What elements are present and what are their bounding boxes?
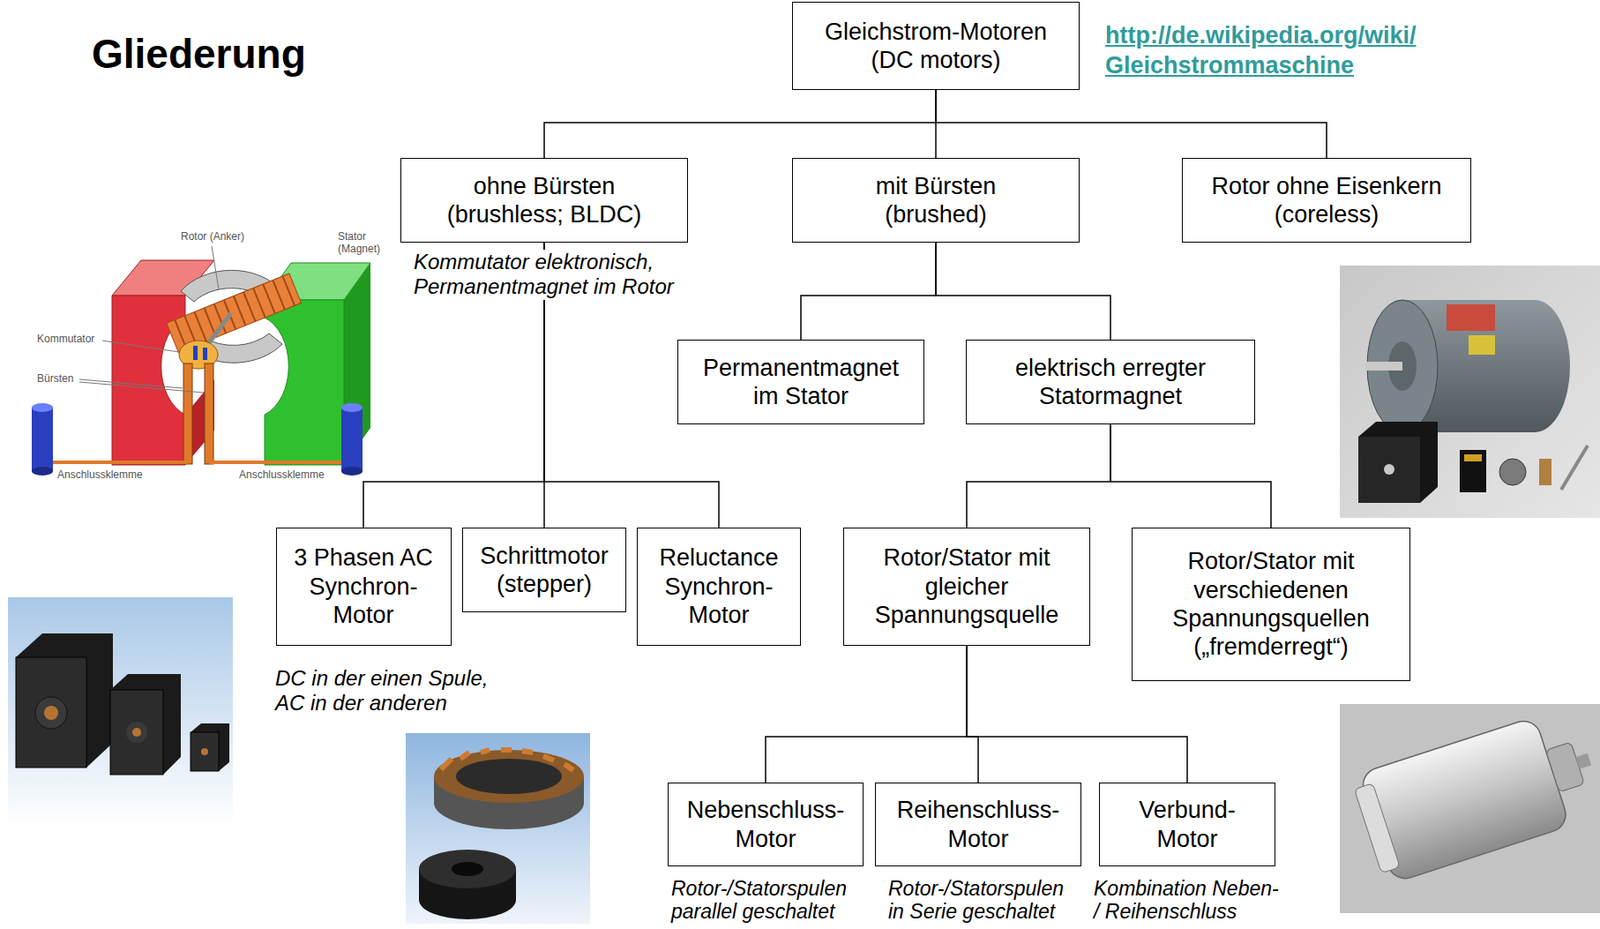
category-box: Reihenschluss- Motor <box>874 782 1082 867</box>
part-label: Rotor (Anker) <box>180 231 261 244</box>
annotation: Kommutator elektronisch, Permanentmagnet… <box>413 249 688 300</box>
box-label: Schrittmotor (stepper) <box>473 541 615 599</box>
category-box: Reluctance Synchron- Motor <box>636 527 801 646</box>
tree-connector <box>544 89 936 158</box>
part-label: Stator (Magnet) <box>337 231 389 256</box>
annotation: DC in der einen Spule, AC in der anderen <box>275 665 507 717</box>
page-title: Gliederung <box>91 31 307 77</box>
box-label: Gleichstrom-Motoren (DC motors) <box>812 17 1060 75</box>
motor-photo <box>1339 265 1600 518</box>
category-box: Rotor ohne Eisenkern (coreless) <box>1181 157 1472 243</box>
box-label: Verbund- Motor <box>1121 795 1254 853</box>
annotation: Kombination Neben- / Reihenschluss <box>1093 876 1288 924</box>
part-label: Anschlussklemme <box>239 469 337 482</box>
tree-connector <box>765 645 967 783</box>
stepper-photo <box>7 597 233 827</box>
tree-connector <box>1110 424 1272 528</box>
tree-connector <box>966 424 1111 528</box>
box-label: Reluctance Synchron- Motor <box>648 543 790 629</box>
source-link: http://de.wikipedia.org/wiki/ Gleichstro… <box>1105 21 1485 82</box>
category-box: 3 Phasen AC Synchron- Motor <box>276 527 452 646</box>
annotation: Rotor-/Statorspulen in Serie geschaltet <box>888 876 1078 924</box>
category-box: Gleichstrom-Motoren (DC motors) <box>792 1 1080 90</box>
category-box: Permanentmagnet im Stator <box>677 339 925 425</box>
box-label: ohne Bürsten (brushless; BLDC) <box>429 171 659 230</box>
tree-connector <box>935 242 1111 340</box>
category-box: Schrittmotor (stepper) <box>462 527 627 613</box>
category-box: elektrisch erregter Statormagnet <box>965 339 1256 425</box>
tree-connector <box>800 242 936 340</box>
box-label: Nebenschluss- Motor <box>681 795 850 853</box>
category-box: Verbund- Motor <box>1099 782 1276 867</box>
box-label: Rotor/Stator mit verschiedenen Spannungs… <box>1160 546 1382 662</box>
annotation: Rotor-/Statorspulen parallel geschaltet <box>671 876 861 924</box>
box-label: Rotor ohne Eisenkern (coreless) <box>1198 171 1455 230</box>
box-label: Reihenschluss- Motor <box>889 795 1067 853</box>
box-label: Permanentmagnet im Stator <box>695 353 907 412</box>
box-label: Rotor/Stator mit gleicher Spannungsquell… <box>865 543 1069 629</box>
tree-connector <box>966 645 979 783</box>
box-label: elektrisch erregter Statormagnet <box>1000 353 1221 412</box>
dc-motor-photo <box>1339 703 1600 913</box>
category-box: Rotor/Stator mit verschiedenen Spannungs… <box>1131 527 1411 681</box>
part-label: Bürsten <box>37 373 80 386</box>
part-label: Anschlussklemme <box>57 469 155 482</box>
box-label: 3 Phasen AC Synchron- Motor <box>288 543 439 629</box>
category-box: Rotor/Stator mit gleicher Spannungsquell… <box>843 527 1091 646</box>
category-box: mit Bürsten (brushed) <box>792 157 1080 243</box>
category-box: ohne Bürsten (brushless; BLDC) <box>400 157 688 243</box>
box-label: mit Bürsten (brushed) <box>847 171 1025 230</box>
part-label: Kommutator <box>37 333 103 346</box>
tree-connector <box>935 89 1327 158</box>
stator-rotor-photo <box>405 732 591 924</box>
category-box: Nebenschluss- Motor <box>667 782 864 867</box>
motor-schematic <box>31 246 371 476</box>
